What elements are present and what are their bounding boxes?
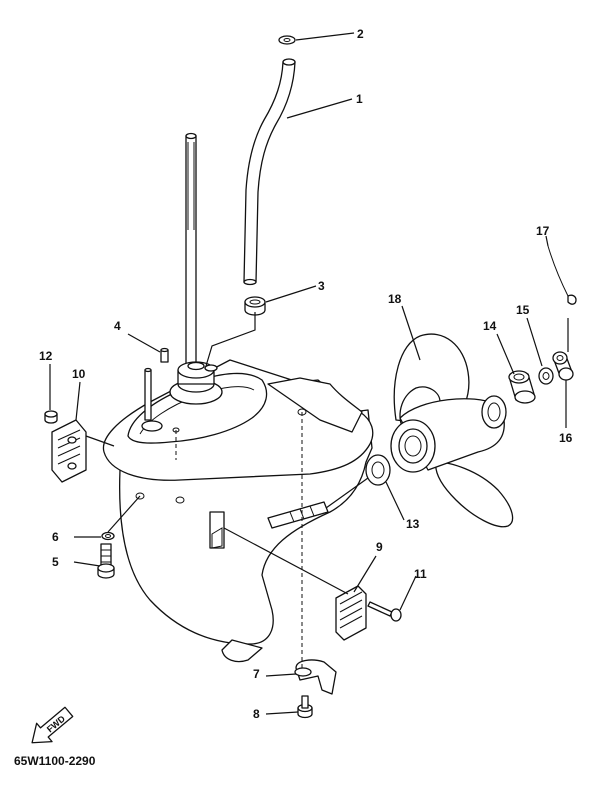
callout-10: 10 [72,367,86,381]
callout-11: 11 [414,567,427,581]
callout-15: 15 [516,303,530,317]
screw-part-12 [44,410,58,424]
callout-6: 6 [52,530,59,544]
grommet-part-3 [244,296,266,316]
callout-18: 18 [388,292,402,306]
diagram-code: 65W1100-2290 [14,754,96,768]
callout-2: 2 [357,27,364,41]
callout-16: 16 [559,431,573,445]
bolt-part-11 [367,601,402,622]
callout-13: 13 [406,517,420,531]
bolt-part-5 [97,543,115,579]
callout-7: 7 [253,667,260,681]
callout-labels: 2 1 3 4 12 10 6 5 7 8 9 11 13 18 14 15 1… [39,27,573,721]
callout-17: 17 [536,224,550,238]
washer-part-2 [278,35,296,45]
castle-nut-part-16 [552,351,574,381]
callout-5: 5 [52,555,59,569]
leader-lines [49,32,569,715]
alignment-lines [175,412,303,668]
callout-1: 1 [356,92,363,106]
cotter-pin-part-17 [547,245,577,305]
washer-part-15 [538,367,554,385]
callout-9: 9 [376,540,383,554]
thrust-washer-part-13 [365,454,391,486]
callout-3: 3 [318,279,325,293]
water-screen-part-10 [51,419,87,483]
dowel-pin-part-4 [160,347,169,363]
bolt-part-8 [297,695,313,719]
propeller-part-18 [390,333,514,528]
water-tube-part-1 [243,58,296,286]
washer-part-6 [101,531,115,541]
lower-casing [102,359,374,663]
callout-14: 14 [483,319,497,333]
plate-part-7 [294,659,337,695]
drive-shaft [185,132,197,377]
spacer-part-14 [508,370,536,404]
callout-12: 12 [39,349,53,363]
callout-8: 8 [253,707,260,721]
anode-part-9 [335,585,367,641]
callout-4: 4 [114,319,121,333]
fwd-arrow-icon: FWD [31,706,74,744]
